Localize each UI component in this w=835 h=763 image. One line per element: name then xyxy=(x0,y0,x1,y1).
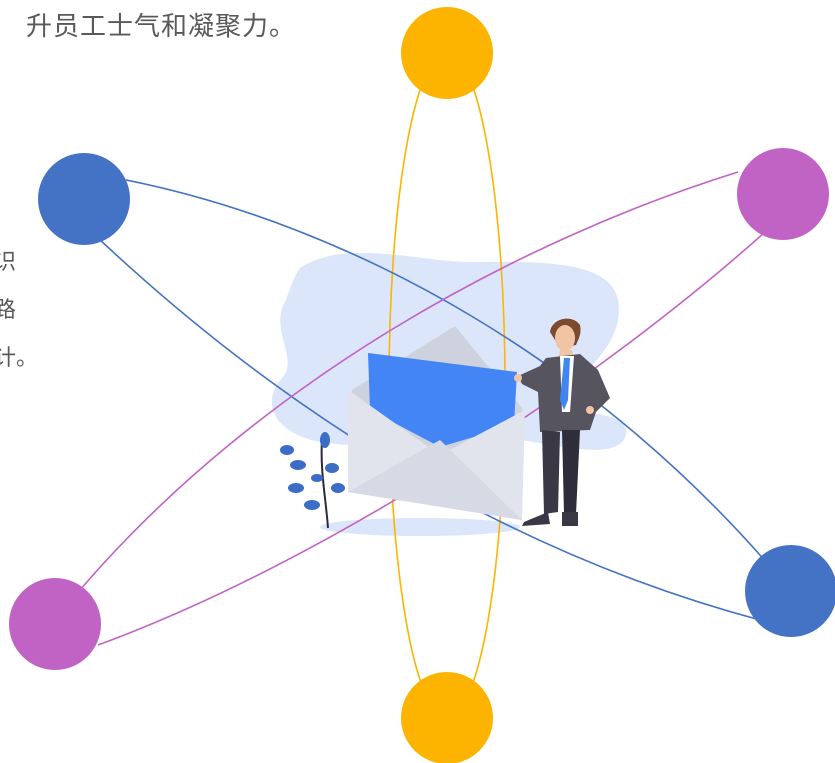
orbit-blue-line-1 xyxy=(125,179,791,591)
orbit-purple-line-1 xyxy=(79,171,739,591)
plant-illustration xyxy=(280,432,345,529)
node-blue-right xyxy=(745,545,835,637)
node-blue-left xyxy=(38,153,130,245)
node-yellow-bottom xyxy=(401,672,493,763)
left-text-fragment-3: 计。 xyxy=(0,346,39,371)
left-text-fragment-1: 识 xyxy=(0,250,17,275)
envelope-illustration xyxy=(348,326,525,520)
businessman-illustration xyxy=(514,318,610,526)
node-yellow-top xyxy=(401,7,493,99)
node-purple-right xyxy=(737,148,829,240)
top-text-line: 升员工士气和凝聚力。 xyxy=(26,12,297,42)
ground-shadow xyxy=(320,518,520,536)
left-text-fragment-2: 路 xyxy=(0,298,17,323)
node-purple-left xyxy=(9,578,101,670)
